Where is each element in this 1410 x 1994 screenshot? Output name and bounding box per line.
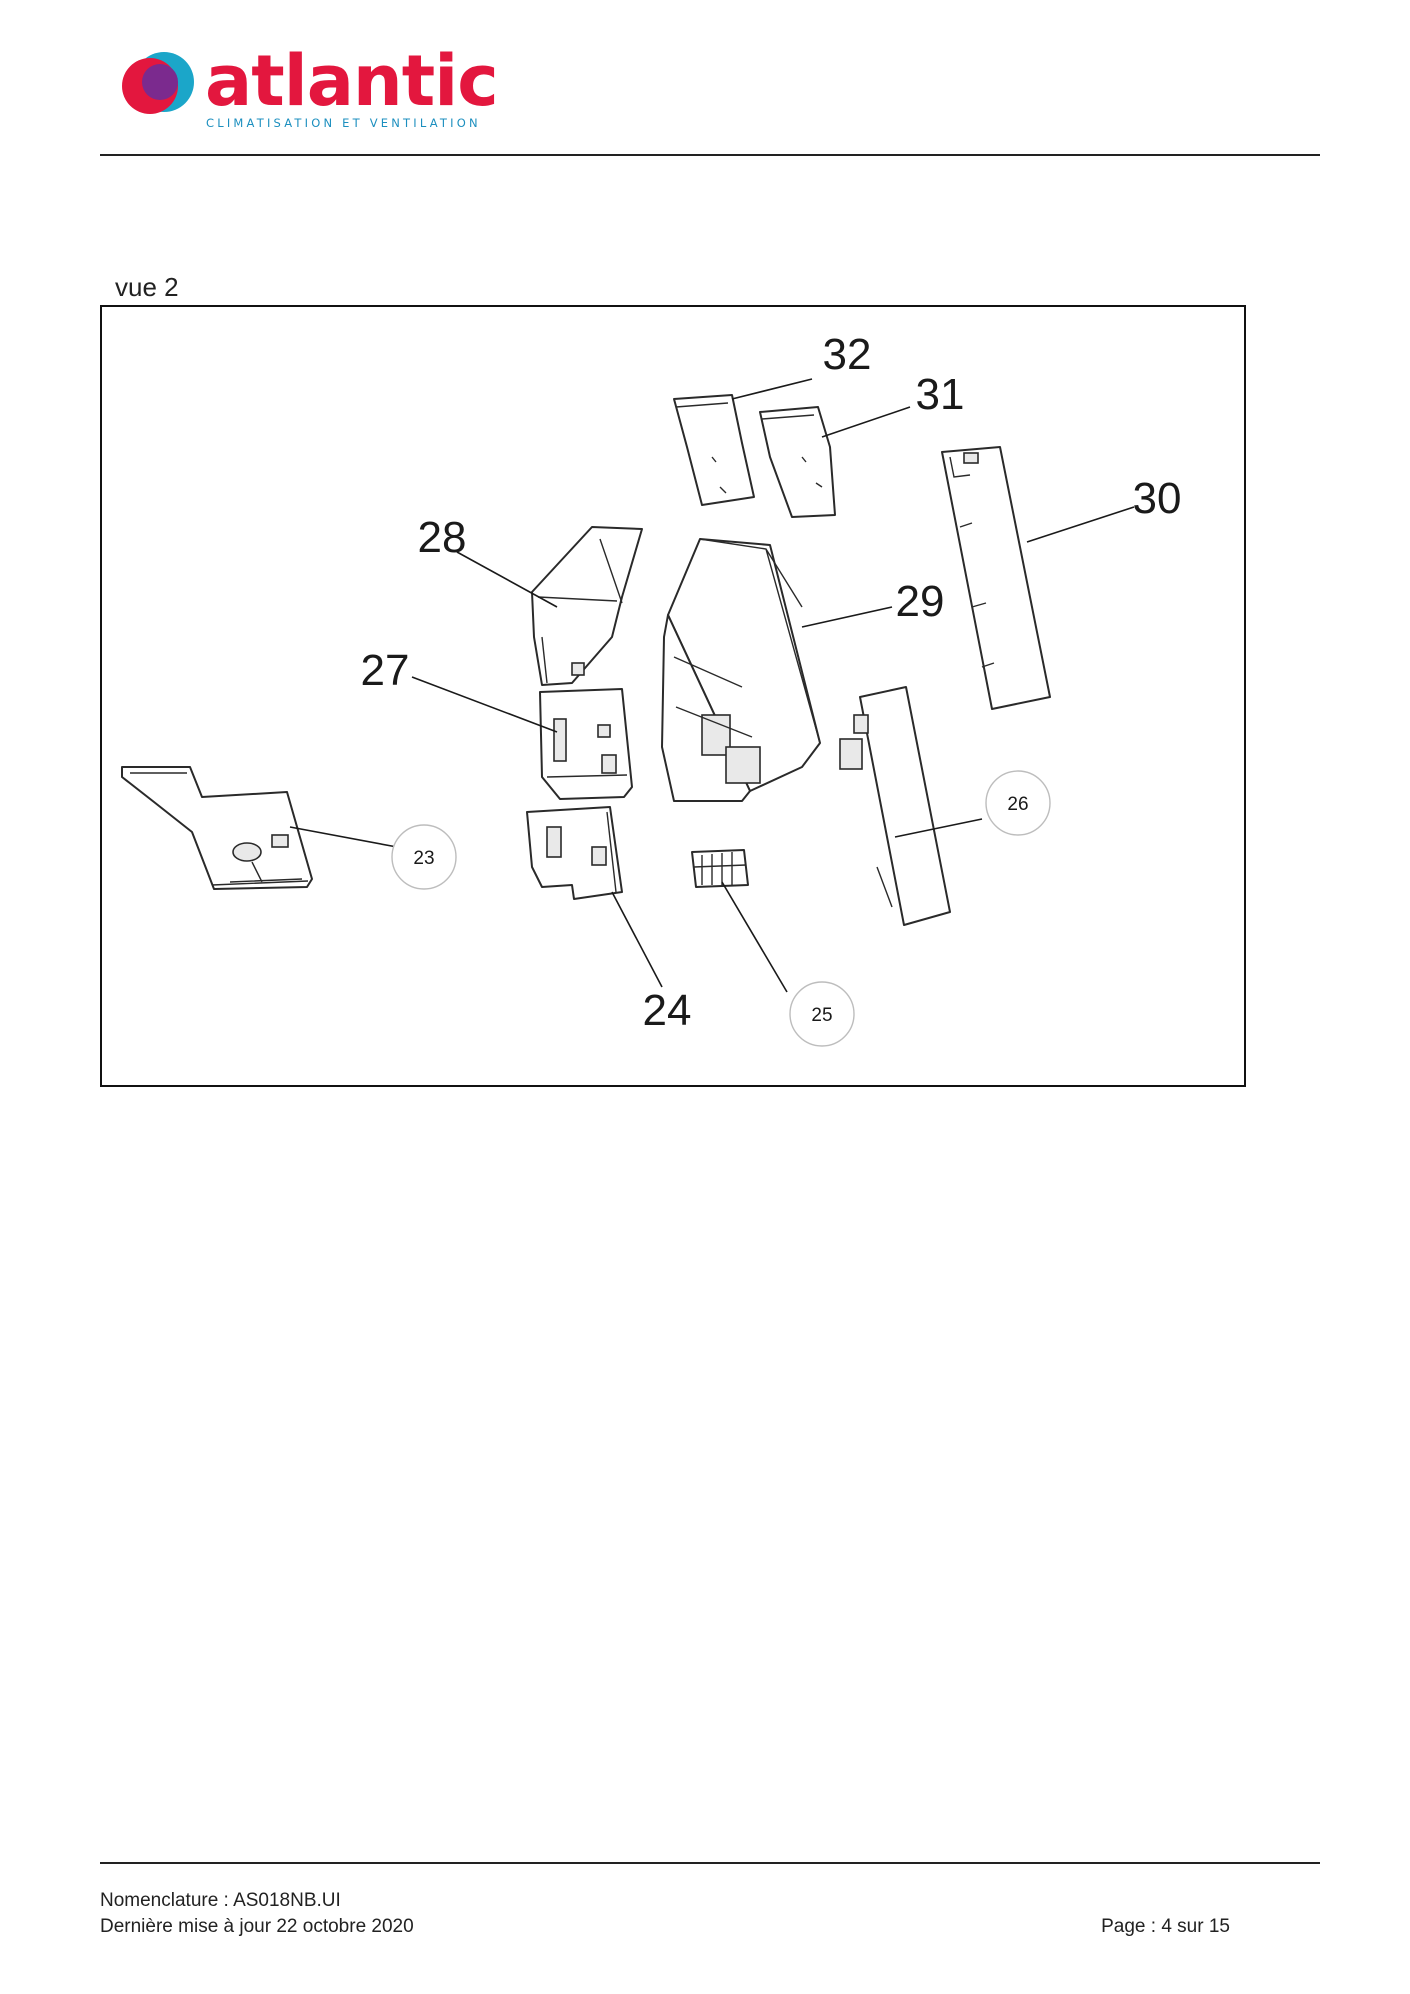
part-31-clip-bracket — [759, 406, 836, 518]
callout-32: 32 — [823, 330, 872, 379]
callout-26-label: 26 — [1007, 794, 1028, 815]
part-25-terminal-block — [691, 849, 749, 888]
exploded-view-figure: 23 25 26 24 27 28 29 30 31 32 — [100, 305, 1246, 1087]
view-label: vue 2 — [115, 272, 179, 302]
callout-28: 28 — [418, 513, 467, 562]
callout-23-label: 23 — [413, 848, 434, 869]
footer-last-updated: Dernière mise à jour 22 octobre 2020 — [100, 1916, 414, 1937]
part-32-bracket — [673, 394, 755, 506]
logo-mark-icon — [122, 52, 194, 114]
footer-nomenclature: Nomenclature : AS018NB.UI — [100, 1890, 341, 1911]
callout-29: 29 — [896, 577, 945, 626]
part-24-lower-cover — [526, 806, 623, 900]
part-30-side-panel — [941, 446, 1051, 710]
part-23-bracket — [121, 766, 313, 890]
brand-logo: atlantic CLIMATISATION ET VENTILATION — [120, 42, 500, 142]
callout-27: 27 — [361, 646, 410, 695]
leader-lines — [289, 378, 1135, 993]
part-29-electric-box — [661, 538, 821, 802]
callout-25-label: 25 — [811, 1005, 832, 1026]
exploded-view-drawing: 23 25 26 24 27 28 29 30 31 32 — [121, 330, 1182, 1047]
logo-wordmark: atlantic — [205, 40, 499, 122]
part-26-pcb — [839, 686, 951, 926]
footer-page-number: Page : 4 sur 15 — [1101, 1916, 1230, 1937]
callout-31: 31 — [916, 370, 965, 419]
part-27-front-plate — [539, 688, 633, 800]
callout-30: 30 — [1133, 474, 1182, 523]
callout-24: 24 — [643, 986, 692, 1035]
callout-23: 23 — [391, 824, 457, 890]
part-28-upper-housing — [531, 526, 643, 686]
header-rule — [100, 154, 1320, 156]
footer-rule — [100, 1862, 1320, 1864]
callout-25: 25 — [789, 981, 855, 1047]
logo-tagline: CLIMATISATION ET VENTILATION — [206, 116, 481, 130]
callout-26: 26 — [985, 770, 1051, 836]
